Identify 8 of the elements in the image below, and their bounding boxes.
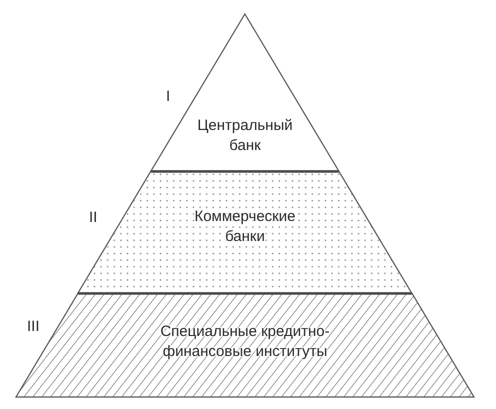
tier-number: II: [89, 209, 98, 227]
pyramid-tier: [151, 14, 339, 171]
tier-label: Коммерческие банки: [193, 207, 296, 247]
tier-number: I: [166, 88, 170, 106]
pyramid-tier: [16, 293, 474, 397]
tier-label: Центральный банк: [196, 116, 294, 156]
pyramid-tier: [78, 171, 412, 293]
tier-number: III: [27, 318, 40, 336]
